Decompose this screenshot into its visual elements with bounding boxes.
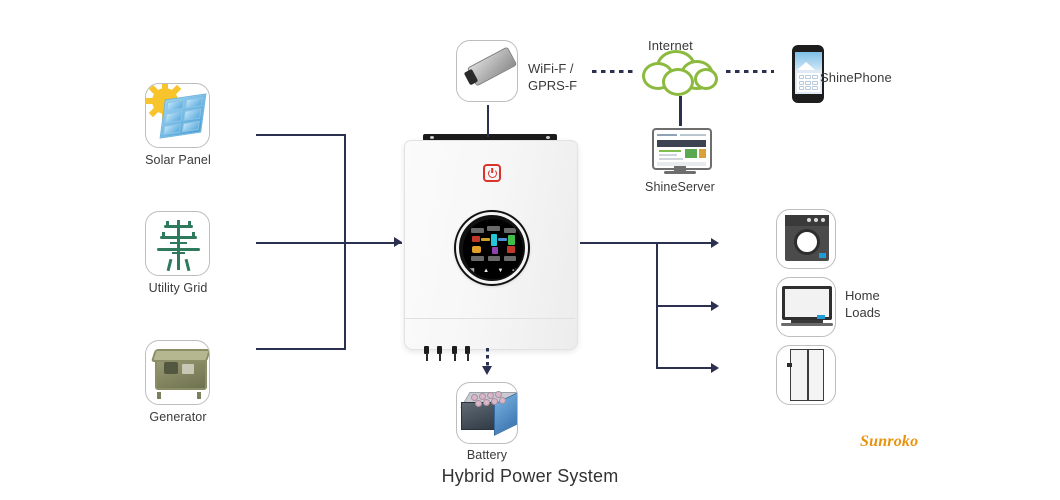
smartphone-icon[interactable] <box>778 42 838 108</box>
internet-label: Internet <box>648 38 693 53</box>
wifi-module-label: WiFi-F / GPRS-F <box>528 60 577 94</box>
line-solar-to-bus <box>256 134 346 136</box>
cloud-icon <box>640 48 722 96</box>
arrow-to-washing-machine <box>711 238 719 248</box>
generator-label: Generator <box>149 410 207 424</box>
hybrid-inverter[interactable]: ▦ ▲ ▼ ↵ Sunroko <box>404 140 918 450</box>
home-loads-label: Home Loads <box>845 287 880 321</box>
battery-bank-icon <box>457 383 517 443</box>
refrigerator-tile[interactable] <box>776 345 836 405</box>
inverter-top-bracket <box>423 134 557 141</box>
line-cloud-to-server <box>679 96 682 126</box>
line-grid-to-inverter <box>256 242 402 244</box>
grid-icon[interactable]: ▦ <box>469 268 475 274</box>
dc-terminal <box>436 346 443 361</box>
battery-tile[interactable] <box>456 382 518 444</box>
up-icon[interactable]: ▲ <box>483 268 490 274</box>
shine-phone-label: ShinePhone <box>820 70 892 85</box>
solar-panel-icon <box>146 84 209 147</box>
monitor-icon[interactable] <box>648 126 712 176</box>
television-tile[interactable] <box>776 277 836 337</box>
dotted-link-inverter-to-battery <box>486 348 489 368</box>
washing-machine-tile[interactable] <box>776 209 836 269</box>
utility-grid-icon <box>146 212 209 275</box>
wifi-module-label-line2: GPRS-F <box>528 78 578 93</box>
line-to-refrigerator <box>656 367 712 369</box>
refrigerator-icon <box>777 346 835 404</box>
wifi-module-tile[interactable] <box>456 40 518 102</box>
brand-rest: unroko <box>869 433 919 450</box>
lcd-button-row[interactable]: ▦ ▲ ▼ ↵ <box>469 268 517 274</box>
generator-tile[interactable] <box>145 340 210 405</box>
enter-icon[interactable]: ↵ <box>511 268 517 274</box>
lcd-display[interactable]: ▦ ▲ ▼ ↵ <box>456 212 528 284</box>
television-icon <box>777 278 835 336</box>
solar-panel-tile[interactable] <box>145 83 210 148</box>
dotted-link-cloud-to-phone <box>726 70 774 73</box>
arrow-to-television <box>711 301 719 311</box>
arrow-to-refrigerator <box>711 363 719 373</box>
down-icon[interactable]: ▼ <box>497 268 504 274</box>
battery-label: Battery <box>466 448 508 462</box>
inverter-seam <box>405 318 575 319</box>
dc-terminal <box>451 346 458 361</box>
solar-panel-label: Solar Panel <box>145 153 211 167</box>
line-module-to-inverter <box>487 105 489 137</box>
dc-terminal <box>423 346 430 361</box>
utility-grid-tile[interactable] <box>145 211 210 276</box>
page-title: Hybrid Power System <box>441 466 619 486</box>
wifi-module-label-line1: WiFi-F / <box>528 61 574 76</box>
wifi-dongle-icon <box>457 41 517 101</box>
arrow-into-inverter <box>394 237 402 247</box>
pv-module-icon <box>159 93 207 139</box>
left-bus-vertical <box>344 134 346 349</box>
dotted-link-module-to-cloud <box>592 70 634 73</box>
power-button-icon[interactable] <box>483 164 501 182</box>
shine-server-label: ShineServer <box>645 180 715 194</box>
washing-machine-icon <box>777 210 835 268</box>
inverter-brand-logo: Sunroko <box>860 433 970 451</box>
line-to-television <box>656 305 712 307</box>
generator-icon <box>146 341 209 404</box>
home-loads-label-line1: Home <box>845 288 880 303</box>
line-inverter-to-load-bus <box>580 242 658 244</box>
dc-terminal <box>464 346 471 361</box>
arrow-to-battery <box>482 366 492 375</box>
line-to-washing-machine <box>656 242 712 244</box>
brand-initial: S <box>860 433 870 450</box>
line-generator-to-bus <box>256 348 346 350</box>
home-loads-label-line2: Loads <box>845 305 881 320</box>
utility-grid-label: Utility Grid <box>148 281 208 295</box>
